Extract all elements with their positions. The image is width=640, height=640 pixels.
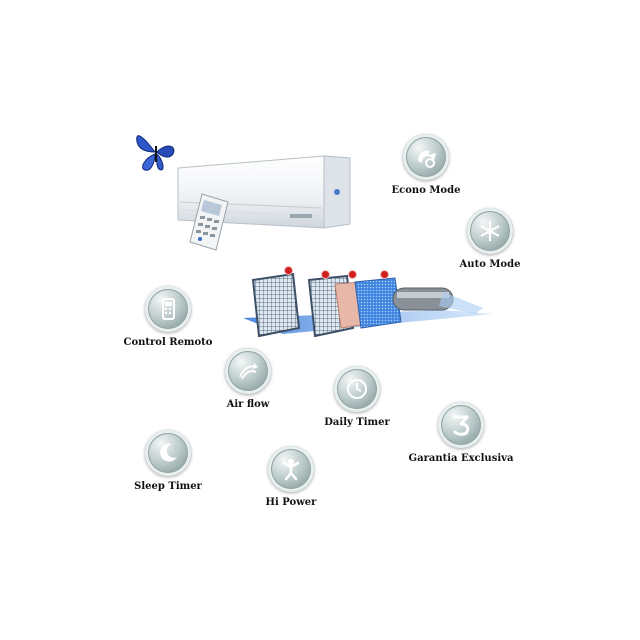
feature-label: Econo Mode xyxy=(391,185,461,196)
hi-power-icon xyxy=(268,446,314,492)
indicator-dot xyxy=(381,271,388,278)
remote-control xyxy=(189,193,229,251)
indicator-dot xyxy=(322,271,329,278)
indicator-dot xyxy=(349,271,356,278)
feature-label: Auto Mode xyxy=(459,259,521,270)
feature-label: Daily Timer xyxy=(324,417,390,428)
timer-icon xyxy=(334,366,380,412)
feature-label: Air flow xyxy=(226,399,270,410)
feature-label: Sleep Timer xyxy=(134,481,202,492)
feature-sleep-timer: Sleep Timer xyxy=(108,430,228,492)
feature-label: Garantia Exclusiva xyxy=(408,453,514,464)
feature-hi-power: Hi Power xyxy=(231,446,351,508)
feature-air-flow: Air flow xyxy=(188,348,308,410)
feature-auto-mode: Auto Mode xyxy=(430,208,550,270)
remote-control-icon xyxy=(145,286,191,332)
sleep-timer-icon xyxy=(145,430,191,476)
number-three-icon xyxy=(438,402,484,448)
air-flow-icon xyxy=(225,348,271,394)
filter-system-illustration xyxy=(243,272,493,338)
feature-control-remoto: Control Remoto xyxy=(108,286,228,348)
indicator-dot xyxy=(285,267,292,274)
butterfly-icon xyxy=(136,135,175,171)
feature-label: Hi Power xyxy=(265,497,317,508)
feature-label: Control Remoto xyxy=(123,337,213,348)
feature-daily-timer: Daily Timer xyxy=(297,366,417,428)
econo-mode-icon xyxy=(403,134,449,180)
snowflake-icon xyxy=(467,208,513,254)
feature-garantia-exclusiva: Garantia Exclusiva xyxy=(401,402,521,464)
feature-econo-mode: Econo Mode xyxy=(366,134,486,196)
